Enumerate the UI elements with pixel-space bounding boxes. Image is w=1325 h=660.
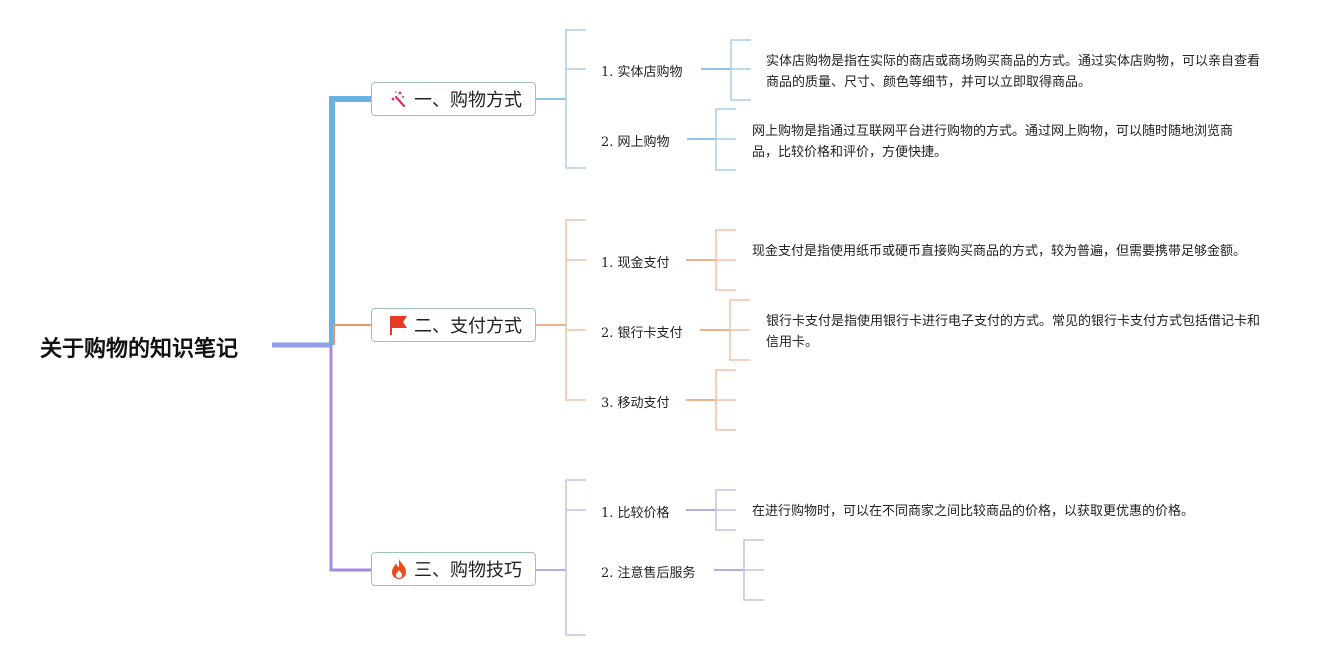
- branch-connector-2: [333, 324, 372, 345]
- root-topic[interactable]: 关于购物的知识笔记: [40, 337, 239, 362]
- topic-label: 三、购物技巧: [414, 560, 522, 581]
- topic-shopping-methods[interactable]: 一、购物方式: [371, 82, 536, 116]
- branch-connector-3: [329, 345, 372, 572]
- fire-icon: [388, 558, 410, 580]
- subtopic-online-shopping[interactable]: 2. 网上购物: [601, 135, 670, 150]
- subtopic-mobile-payment[interactable]: 3. 移动支付: [601, 396, 670, 411]
- topic-2-bracket: [536, 219, 750, 431]
- topic-3-bracket: [536, 479, 764, 636]
- topic-1-bracket: [536, 29, 751, 171]
- topic-label: 二、支付方式: [414, 316, 522, 337]
- note-compare-prices: 在进行购物时，可以在不同商家之间比较商品的价格，以获取更优惠的价格。: [752, 504, 1195, 519]
- branch-connector-1: [329, 96, 372, 345]
- note-cash-payment: 现金支付是指使用纸币或硬币直接购买商品的方式，较为普遍，但需要携带足够金额。: [752, 244, 1247, 259]
- note-online-shopping: 网上购物是指通过互联网平台进行购物的方式。通过网上购物，可以随时随地浏览商品，比…: [752, 124, 1234, 160]
- topic-label: 一、购物方式: [414, 90, 522, 111]
- red-flag-icon: [388, 314, 410, 336]
- topic-shopping-tips[interactable]: 三、购物技巧: [371, 552, 536, 586]
- subtopic-bank-card-payment[interactable]: 2. 银行卡支付: [601, 326, 683, 341]
- topic-payment-methods[interactable]: 二、支付方式: [371, 308, 536, 342]
- note-physical-store: 实体店购物是指在实际的商店或商场购买商品的方式。通过实体店购物，可以亲自查看商品…: [766, 54, 1261, 90]
- subtopic-physical-store[interactable]: 1. 实体店购物: [601, 65, 683, 80]
- note-bank-card-payment: 银行卡支付是指使用银行卡进行电子支付的方式。常见的银行卡支付方式包括借记卡和信用…: [766, 314, 1261, 350]
- subtopic-cash-payment[interactable]: 1. 现金支付: [601, 256, 670, 271]
- subtopic-after-sales-service[interactable]: 2. 注意售后服务: [601, 566, 696, 581]
- magic-wand-icon: [388, 88, 410, 110]
- subtopic-compare-prices[interactable]: 1. 比较价格: [601, 506, 670, 521]
